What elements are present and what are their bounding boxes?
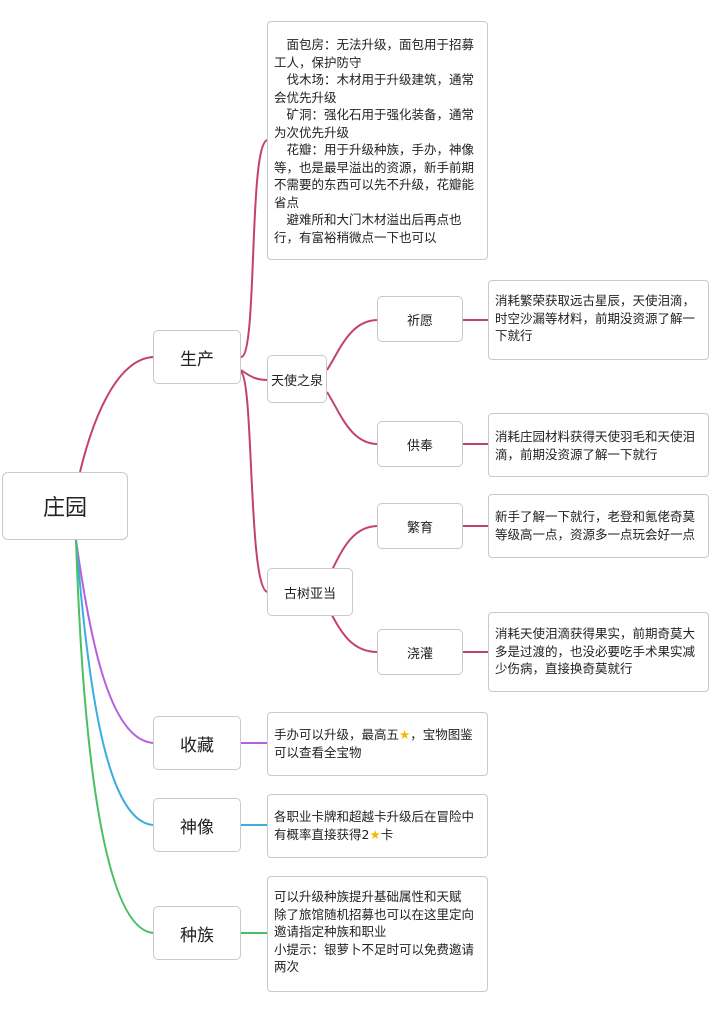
link-production-note <box>240 139 269 358</box>
branch-race[interactable]: 种族 <box>153 906 241 960</box>
branch-production[interactable]: 生产 <box>153 330 241 384</box>
link-root-production <box>79 356 156 473</box>
statue-note-text-a: 各职业卡牌和超越卡升级后在冒险中有概率直接获得2 <box>274 809 475 842</box>
star-icon: ★ <box>399 727 411 742</box>
link-fountain-offer <box>326 391 379 445</box>
water-label: 浇灌 <box>406 646 433 662</box>
collection-note-text-a: 手办可以升级，最高五 <box>274 727 400 742</box>
branch-production-label: 生产 <box>180 349 214 370</box>
root-label: 庄园 <box>42 496 87 521</box>
collection-note: 手办可以升级，最高五★，宝物图鉴可以查看全宝物 <box>267 712 488 776</box>
breed-note: 新手了解一下就行，老登和氪佬奇莫等级高一点，资源多一点玩会好一点 <box>488 494 709 558</box>
statue-note-text-b: 卡 <box>380 826 394 842</box>
angel-fountain-label: 天使之泉 <box>270 373 323 389</box>
branch-collection-label: 收藏 <box>180 735 214 756</box>
link-root-statue <box>75 539 156 826</box>
production-note: 面包房：无法升级，面包用于招募工人，保护防守 伐木场：木材用于升级建筑，通常会优… <box>267 21 488 260</box>
pray-note: 消耗繁荣获取远古星辰，天使泪滴，时空沙漏等材料，前期没资源了解一下就行 <box>488 280 709 360</box>
branch-statue-label: 神像 <box>180 817 214 838</box>
race-note: 可以升级种族提升基础属性和天赋 除了旅馆随机招募也可以在这里定向邀请指定种族和职… <box>267 876 488 992</box>
link-production-fountain <box>240 369 269 381</box>
node-ancient-tree[interactable]: 古树亚当 <box>267 568 353 616</box>
link-root-collection <box>75 539 156 744</box>
node-breed[interactable]: 繁育 <box>377 503 463 549</box>
star-icon: ★ <box>369 826 381 842</box>
branch-race-label: 种族 <box>180 925 214 946</box>
node-offer[interactable]: 供奉 <box>377 421 463 467</box>
node-water[interactable]: 浇灌 <box>377 629 463 675</box>
statue-note: 各职业卡牌和超越卡升级后在冒险中有概率直接获得2★卡 <box>267 794 488 858</box>
branch-collection[interactable]: 收藏 <box>153 716 241 770</box>
breed-label: 繁育 <box>406 520 433 536</box>
ancient-tree-label: 古树亚当 <box>283 586 336 602</box>
root-node[interactable]: 庄园 <box>2 472 128 540</box>
offer-label: 供奉 <box>406 438 433 454</box>
offer-note: 消耗庄园材料获得天使羽毛和天使泪滴，前期没资源了解一下就行 <box>488 413 709 477</box>
branch-statue[interactable]: 神像 <box>153 798 241 852</box>
water-note: 消耗天使泪滴获得果实，前期奇莫大多是过渡的，也没必要吃手术果实减少伤病，直接换奇… <box>488 612 709 692</box>
collection-note-text-b: ，宝物图鉴可以查看全宝物 <box>274 727 473 760</box>
node-pray[interactable]: 祈愿 <box>377 296 463 342</box>
link-root-race <box>75 539 156 934</box>
pray-label: 祈愿 <box>406 313 433 329</box>
link-fountain-pray <box>326 319 379 371</box>
node-angel-fountain[interactable]: 天使之泉 <box>267 355 327 403</box>
link-production-tree <box>240 371 269 593</box>
